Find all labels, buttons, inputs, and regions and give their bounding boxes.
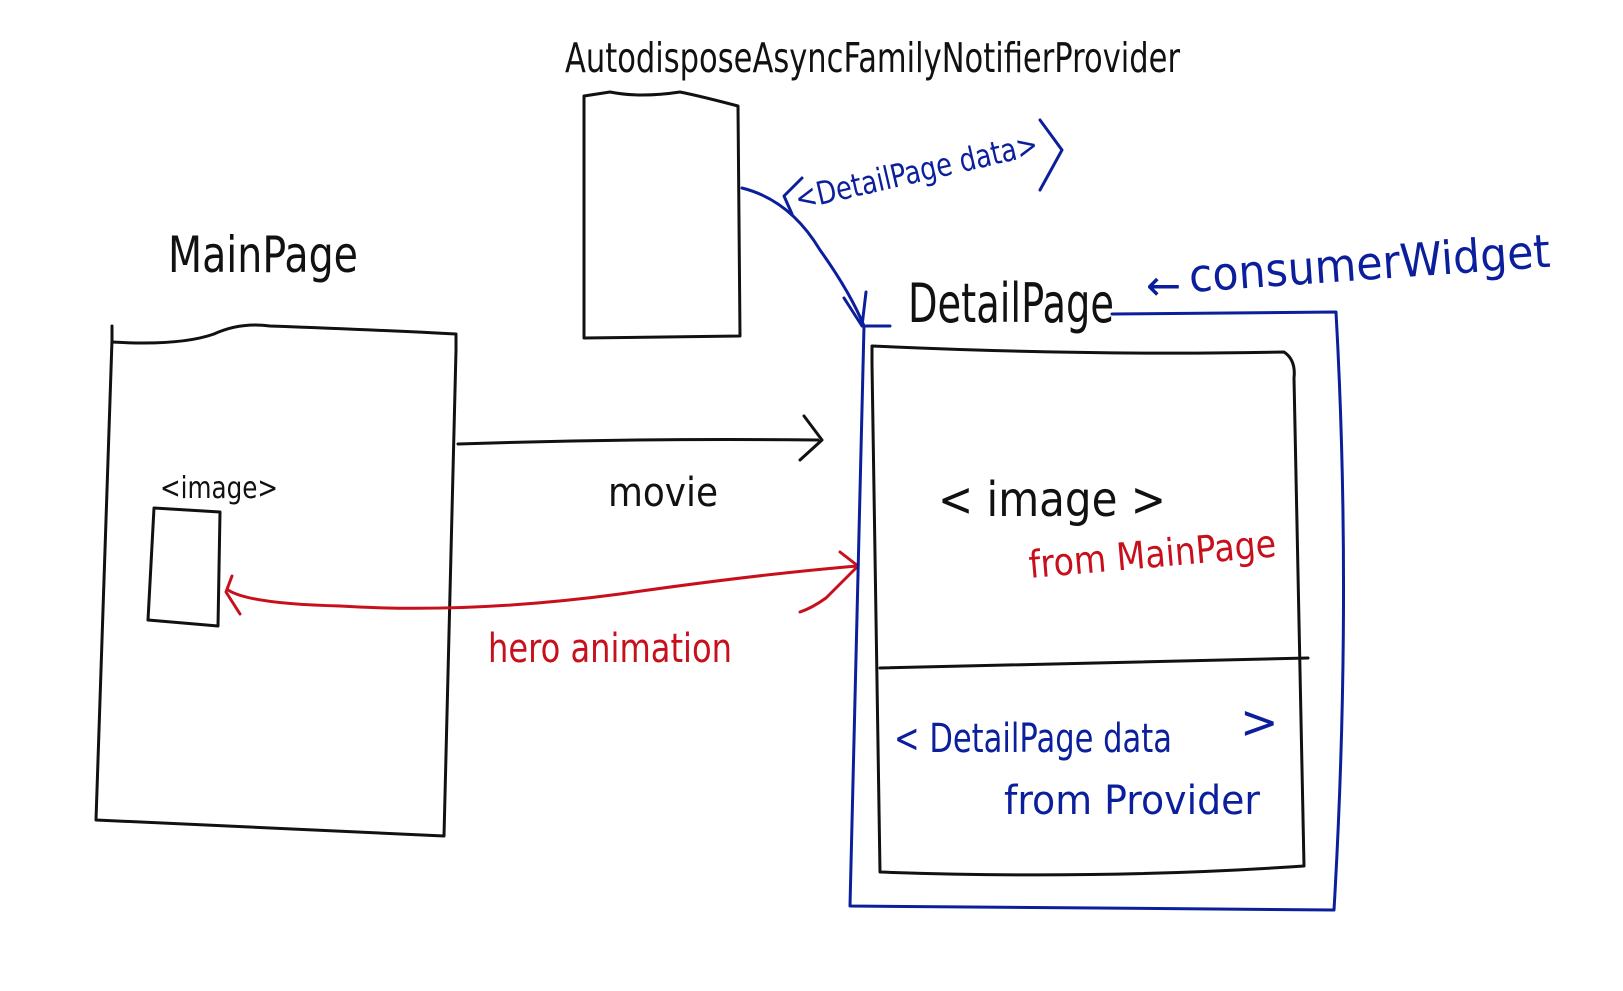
detail-page-data-source: from Provider: [1004, 778, 1261, 824]
movie-edge-arrowhead: [798, 414, 824, 462]
hero-edge-label: hero animation: [488, 626, 732, 672]
detail-page-node: DetailPage ← consumerWidget < image > fr…: [848, 224, 1552, 912]
main-page-title: MainPage: [168, 226, 358, 284]
consumer-widget-label: consumerWidget: [1187, 224, 1552, 303]
hero-edge-right-arrowhead: [798, 550, 860, 614]
provider-output-close-bracket: [1038, 118, 1064, 192]
provider-box: [582, 90, 742, 340]
hero-edge-left-arrowhead: [224, 574, 242, 616]
provider-title: AutodisposeAsyncFamilyNotifierProvider: [565, 34, 1180, 82]
hero-edge-line: [226, 564, 860, 610]
main-page-node: MainPage <image>: [94, 226, 458, 838]
main-page-image-box: [146, 506, 222, 628]
detail-page-screen: [870, 344, 1306, 877]
detail-page-data-label: < DetailPage data: [894, 716, 1172, 762]
provider-edge-arrowhead: [842, 290, 868, 328]
detail-page-image-label: < image >: [938, 472, 1166, 528]
consumer-widget-frame: [848, 310, 1346, 912]
movie-edge: movie: [456, 414, 824, 516]
detail-page-title: DetailPage: [908, 272, 1114, 335]
provider-edge-line: [740, 186, 866, 328]
detail-page-data-close: >: [1240, 695, 1279, 749]
movie-edge-line: [456, 438, 820, 446]
provider-node: AutodisposeAsyncFamilyNotifierProvider: [565, 34, 1180, 340]
hero-animation-edge: hero animation: [224, 550, 860, 672]
movie-edge-label: movie: [608, 470, 718, 516]
provider-output-open-bracket: [782, 176, 804, 216]
provider-output-label: <DetailPage data>: [791, 125, 1041, 218]
consumer-widget-arrow: ←: [1146, 261, 1181, 310]
main-page-image-label: <image>: [160, 471, 278, 506]
main-page-box: [94, 323, 458, 838]
detail-page-image-source: from MainPage: [1027, 522, 1278, 587]
detail-page-divider: [878, 656, 1310, 670]
